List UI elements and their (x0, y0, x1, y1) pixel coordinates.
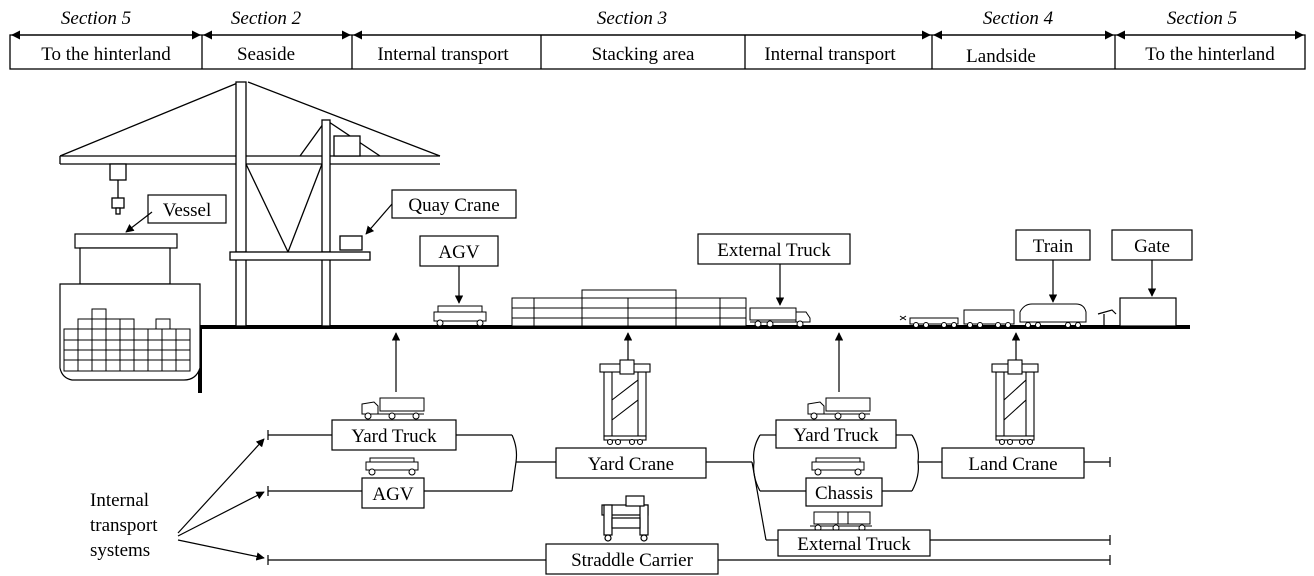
gate-label: Gate (1134, 236, 1170, 257)
section-5-right-title: Section 5 (1167, 8, 1237, 29)
section-3-stacking-label: Stacking area (592, 44, 695, 65)
legend-line-1: Internal (90, 490, 149, 511)
straddle-carrier-icon (601, 495, 649, 542)
agv-port-illustration (433, 305, 487, 327)
section-5-left-title: Section 5 (61, 8, 131, 29)
section-header (9, 30, 1306, 70)
section-5-left-label: To the hinterland (41, 44, 171, 65)
agv-label: AGV (372, 484, 413, 505)
section-2-label: Seaside (237, 44, 295, 65)
section-3-internal-left-label: Internal transport (377, 44, 509, 65)
legend-line-3: systems (90, 540, 150, 561)
yard-truck-right-label: Yard Truck (793, 425, 879, 446)
train-label: Train (1033, 236, 1074, 257)
agv-box (361, 477, 425, 509)
yard-truck-right-icon (807, 397, 871, 420)
yard-crane-box (555, 447, 707, 479)
agv-port-label: AGV (438, 242, 479, 263)
legend-arrows (177, 438, 265, 561)
stacking-area-illustration (511, 289, 747, 327)
external-truck-port-label: External Truck (717, 240, 831, 261)
train-label-box (1015, 229, 1091, 261)
section-4-label: Landside (966, 46, 1036, 67)
straddle-carrier-label: Straddle Carrier (571, 550, 694, 571)
vessel-illustration (59, 233, 201, 381)
external-truck-lower-icon (810, 511, 872, 532)
yard-truck-left-label: Yard Truck (351, 426, 437, 447)
equipment-up-arrows (391, 332, 1021, 392)
chassis-label: Chassis (815, 483, 873, 504)
quay-ground (198, 325, 1190, 393)
agv-lower-icon (365, 457, 419, 476)
external-truck-box (777, 529, 931, 557)
section-2-title: Section 2 (231, 8, 302, 29)
external-truck-port-label-box (697, 233, 851, 265)
quay-crane-label: Quay Crane (408, 195, 499, 216)
external-truck-port-illustration (749, 307, 811, 328)
straddle-carrier-box (545, 543, 719, 575)
chassis-box (805, 477, 883, 507)
quay-crane-illustration (59, 81, 441, 327)
section-4-title: Section 4 (983, 8, 1054, 29)
land-crane-icon (991, 359, 1039, 446)
train-illustration (899, 303, 1087, 328)
yard-truck-left-box (331, 419, 457, 451)
land-crane-box (941, 447, 1085, 479)
legend-line-2: transport (90, 515, 158, 536)
yard-crane-icon (599, 359, 651, 446)
gate-illustration (1097, 297, 1177, 327)
port-label-pointers (125, 203, 1157, 306)
vessel-label: Vessel (163, 200, 212, 221)
vessel-label-box (147, 194, 227, 224)
section-5-right-label: To the hinterland (1145, 44, 1275, 65)
yard-crane-label: Yard Crane (588, 454, 674, 475)
agv-port-label-box (419, 235, 499, 267)
chassis-icon (811, 457, 865, 476)
external-truck-label: External Truck (797, 534, 911, 555)
yard-truck-right-box (775, 419, 897, 449)
section-3-internal-right-label: Internal transport (764, 44, 896, 65)
flow-lines (267, 430, 1111, 565)
yard-truck-left-icon (361, 397, 425, 420)
land-crane-label: Land Crane (968, 454, 1057, 475)
quay-crane-label-box (391, 189, 517, 219)
section-3-title: Section 3 (597, 8, 667, 29)
